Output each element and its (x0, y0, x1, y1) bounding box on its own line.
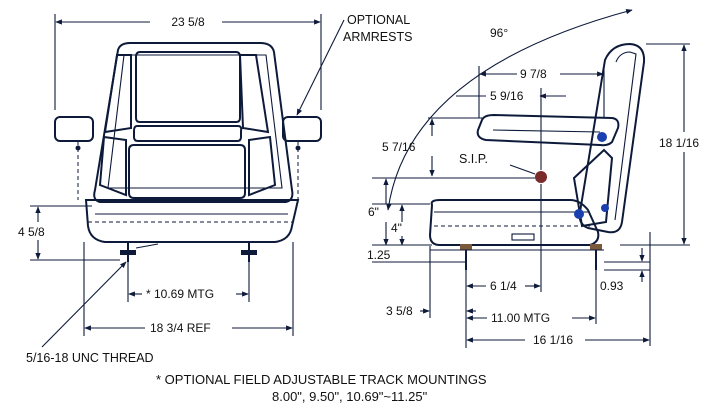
footer-note-line1: * OPTIONAL FIELD ADJUSTABLE TRACK MOUNTI… (156, 372, 487, 387)
sip-to-mount-label: 6 1/4 (490, 279, 517, 293)
front-right-armrest (282, 116, 322, 200)
side-view: 96° S.I.P. (367, 8, 699, 348)
armrest-label-line1: OPTIONAL (347, 13, 410, 27)
rail-height-label: 1.25 (367, 248, 391, 262)
armrest-offset-label: 5 9/16 (490, 89, 524, 103)
recline-angle-label: 96° (490, 26, 508, 40)
front-left-armrest (54, 116, 94, 200)
footer-note-line2: 8.00", 9.50", 10.69"~11.25" (272, 389, 428, 404)
side-armrest (476, 113, 620, 147)
cushion-height-6-label: 6" (368, 205, 379, 219)
thread-note: 5/16-18 UNC THREAD (26, 351, 154, 365)
sip-height-label: 5 7/16 (382, 140, 416, 154)
front-offset-label: 3 5/8 (386, 304, 413, 318)
mtg-width-label: * 10.69 MTG (146, 287, 214, 301)
armrest-label-line2: ARMRESTS (343, 30, 412, 44)
side-front-stud (460, 244, 472, 270)
side-pivot-bracket (572, 148, 614, 228)
sip-point (509, 164, 547, 183)
overall-depth-label: 16 1/16 (533, 333, 573, 347)
front-seat-back (93, 42, 294, 203)
track-height-label: 0.93 (600, 279, 624, 293)
mtg-depth-label: 11.00 MTG (491, 311, 550, 325)
ref-width-label: 18 3/4 REF (150, 321, 211, 335)
side-seat-back (578, 42, 646, 234)
overall-width-label: 23 5/8 (171, 15, 205, 29)
side-rear-stud (590, 244, 602, 270)
side-seat-cushion (428, 199, 600, 246)
front-seat-bottom (84, 199, 300, 243)
cushion-height-4-label: 4" (391, 221, 402, 235)
back-height-label: 18 1/16 (659, 136, 699, 150)
front-right-stud (241, 242, 257, 262)
sip-label: S.I.P. (459, 152, 488, 166)
front-left-stud (120, 242, 159, 262)
front-view: 23 5/8 (18, 13, 412, 365)
armrest-length-label: 9 7/8 (520, 67, 547, 81)
base-height-label: 4 5/8 (18, 225, 45, 239)
